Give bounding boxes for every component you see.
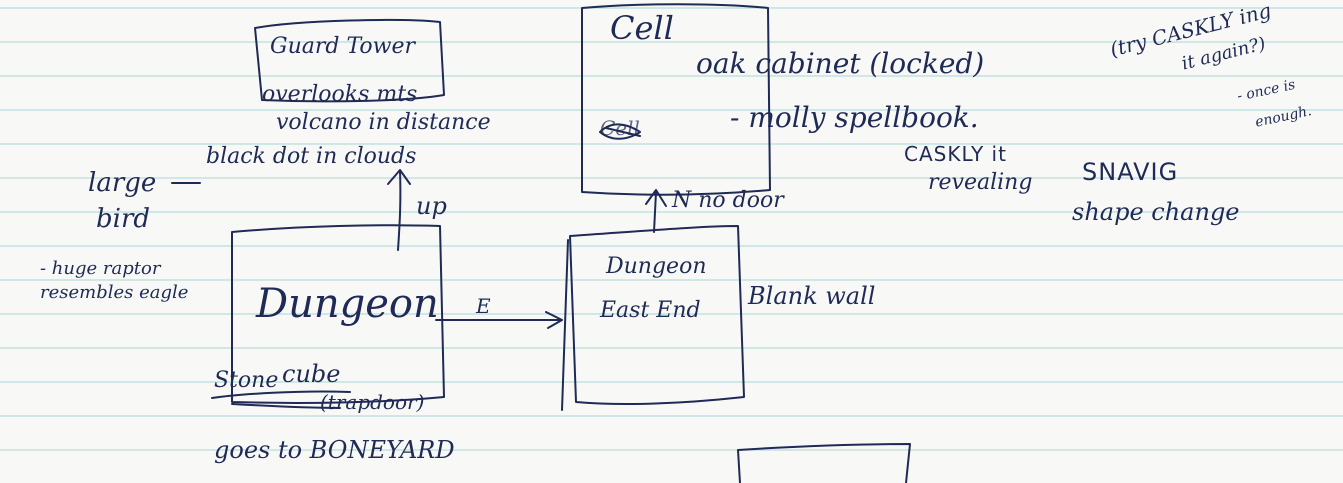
guard-tower-line1: overlooks mts (262, 82, 418, 107)
large-bird-line3: - huge raptor (40, 258, 161, 279)
guard-tower-line2: volcano in distance (276, 110, 491, 135)
cell-box (581, 3, 771, 196)
cell-scribble (599, 123, 641, 140)
cell-title: Cell (610, 9, 674, 47)
large-bird-line4: resembles eagle (40, 282, 189, 303)
guard-tower-title: Guard Tower (270, 34, 416, 59)
east-arrow (435, 311, 563, 329)
blank-wall-label: Blank wall (748, 282, 876, 310)
spell-snavig: SNAVIG (1082, 158, 1179, 186)
ruled-lines (0, 7, 1343, 451)
up-arrow (387, 169, 411, 251)
north-arrow (645, 189, 667, 233)
cell-spellbook: - molly spellbook. (730, 101, 979, 134)
dungeon-goes-to: goes to BONEYARD (214, 436, 455, 464)
dungeon-east-title-line2: East End (600, 298, 701, 323)
spell-caskly-effect: revealing (928, 170, 1033, 195)
cell-cabinet: oak cabinet (locked) (696, 47, 985, 80)
dungeon-east-box (569, 225, 745, 406)
dungeon-item-cube: cube (282, 360, 341, 388)
guard-tower-line3: black dot in clouds (206, 144, 417, 169)
spell-caskly: CASKLY it (904, 142, 1007, 166)
dungeon-struck-word: Stone (214, 368, 279, 393)
dungeon-east-title-line1: Dungeon (606, 254, 707, 279)
dungeon-east-divider (561, 239, 569, 411)
unlabeled-room-box (737, 443, 911, 483)
large-bird-line2: bird (96, 204, 151, 234)
dungeon-trapdoor-note: (trapdoor) (320, 390, 425, 414)
stone-strikethrough (211, 390, 351, 399)
north-arrow-label: N no door (672, 188, 784, 213)
dungeon-title: Dungeon (256, 281, 439, 327)
up-arrow-label: up (416, 192, 447, 220)
spell-snavig-effect: shape change (1072, 198, 1240, 226)
guard-tower-box (254, 19, 445, 103)
east-arrow-label: E (476, 294, 491, 318)
large-bird-line1: large (88, 168, 157, 198)
cell-struck-word: Cell (600, 116, 640, 140)
dungeon-box (231, 224, 445, 404)
trapdoor-underline (231, 403, 341, 409)
